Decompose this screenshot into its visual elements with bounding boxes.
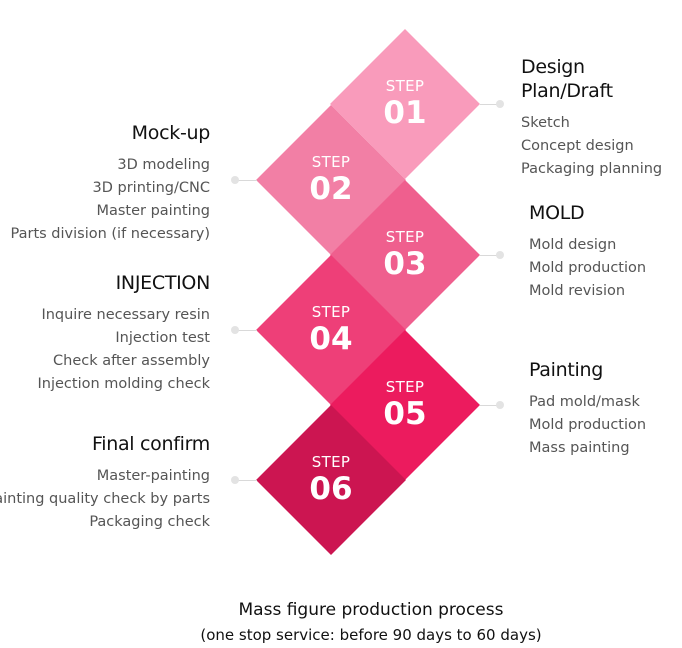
- step-word: STEP: [385, 378, 425, 396]
- caption-subtitle: (one stop service: before 90 days to 60 …: [200, 626, 542, 644]
- step-01-label: STEP 01: [355, 77, 455, 131]
- connector-line: [480, 104, 498, 105]
- list-item: Sketch: [521, 115, 570, 131]
- list-item: Master painting: [96, 203, 210, 219]
- step-number: 03: [383, 246, 427, 282]
- connector-line: [238, 330, 257, 331]
- list-item: Mold revision: [529, 283, 626, 299]
- list-item: Master-painting: [96, 468, 210, 484]
- step-title: MOLD: [529, 202, 585, 224]
- diagram-caption: Mass figure production process (one stop…: [0, 598, 682, 648]
- step-items: Pad mold/mask Mold production Mass paint…: [529, 391, 646, 460]
- step-04-label: STEP 04: [281, 303, 381, 357]
- list-item: Mold design: [529, 237, 617, 253]
- list-item: Parts division (if necessary): [10, 226, 210, 242]
- connector-line: [480, 405, 498, 406]
- connector-dot: [231, 476, 239, 484]
- list-item: Mold production: [529, 260, 647, 276]
- step-number: 01: [383, 95, 427, 131]
- connector-line: [238, 180, 257, 181]
- connector-dot: [496, 251, 504, 259]
- step-number: 02: [309, 171, 353, 207]
- step-items: Inquire necessary resin Injection test C…: [38, 304, 211, 396]
- step-03-label: STEP 03: [355, 228, 455, 282]
- step-02-label: STEP 02: [281, 153, 381, 207]
- step-06-text: Final confirm Master-painting Painting q…: [0, 432, 210, 534]
- caption-title: Mass figure production process: [238, 600, 504, 620]
- step-06-label: STEP 06: [281, 453, 381, 507]
- step-01-text: Design Plan/Draft Sketch Concept design …: [521, 55, 682, 181]
- step-title: INJECTION: [115, 272, 211, 294]
- step-items: Sketch Concept design Packaging planning: [521, 112, 682, 181]
- connector-dot: [496, 100, 504, 108]
- step-number: 04: [309, 321, 353, 357]
- step-05-text: Painting Pad mold/mask Mold production M…: [529, 358, 646, 460]
- list-item: Injection test: [115, 330, 210, 346]
- list-item: Injection molding check: [37, 376, 211, 392]
- step-word: STEP: [311, 303, 351, 321]
- step-word: STEP: [311, 153, 351, 171]
- list-item: 3D printing/CNC: [92, 180, 210, 196]
- list-item: Mass painting: [529, 440, 630, 456]
- step-title: Painting: [529, 359, 603, 381]
- step-number: 05: [383, 396, 427, 432]
- step-05-label: STEP 05: [355, 378, 455, 432]
- list-item: Packaging planning: [521, 161, 663, 177]
- connector-dot: [231, 326, 239, 334]
- list-item: Concept design: [521, 138, 634, 154]
- step-number: 06: [309, 471, 353, 507]
- step-02-text: Mock-up 3D modeling 3D printing/CNC Mast…: [11, 121, 211, 246]
- step-items: Master-painting Painting quality check b…: [0, 465, 210, 534]
- step-items: Mold design Mold production Mold revisio…: [529, 234, 646, 303]
- connector-line: [238, 480, 257, 481]
- step-title: Final confirm: [92, 433, 210, 455]
- list-item: Mold production: [529, 417, 647, 433]
- list-item: Painting quality check by parts: [0, 491, 210, 507]
- step-word: STEP: [311, 453, 351, 471]
- list-item: 3D modeling: [117, 157, 210, 173]
- step-items: 3D modeling 3D printing/CNC Master paint…: [11, 154, 210, 246]
- list-item: Inquire necessary resin: [41, 307, 210, 323]
- connector-line: [480, 255, 498, 256]
- list-item: Pad mold/mask: [529, 394, 640, 410]
- connector-dot: [231, 176, 239, 184]
- step-word: STEP: [385, 228, 425, 246]
- list-item: Check after assembly: [53, 353, 210, 369]
- step-word: STEP: [385, 77, 425, 95]
- step-03-text: MOLD Mold design Mold production Mold re…: [529, 201, 646, 303]
- list-item: Packaging check: [89, 514, 210, 530]
- step-04-text: INJECTION Inquire necessary resin Inject…: [38, 271, 211, 396]
- step-title: Design Plan/Draft: [521, 56, 613, 102]
- connector-dot: [496, 401, 504, 409]
- step-title: Mock-up: [131, 122, 211, 144]
